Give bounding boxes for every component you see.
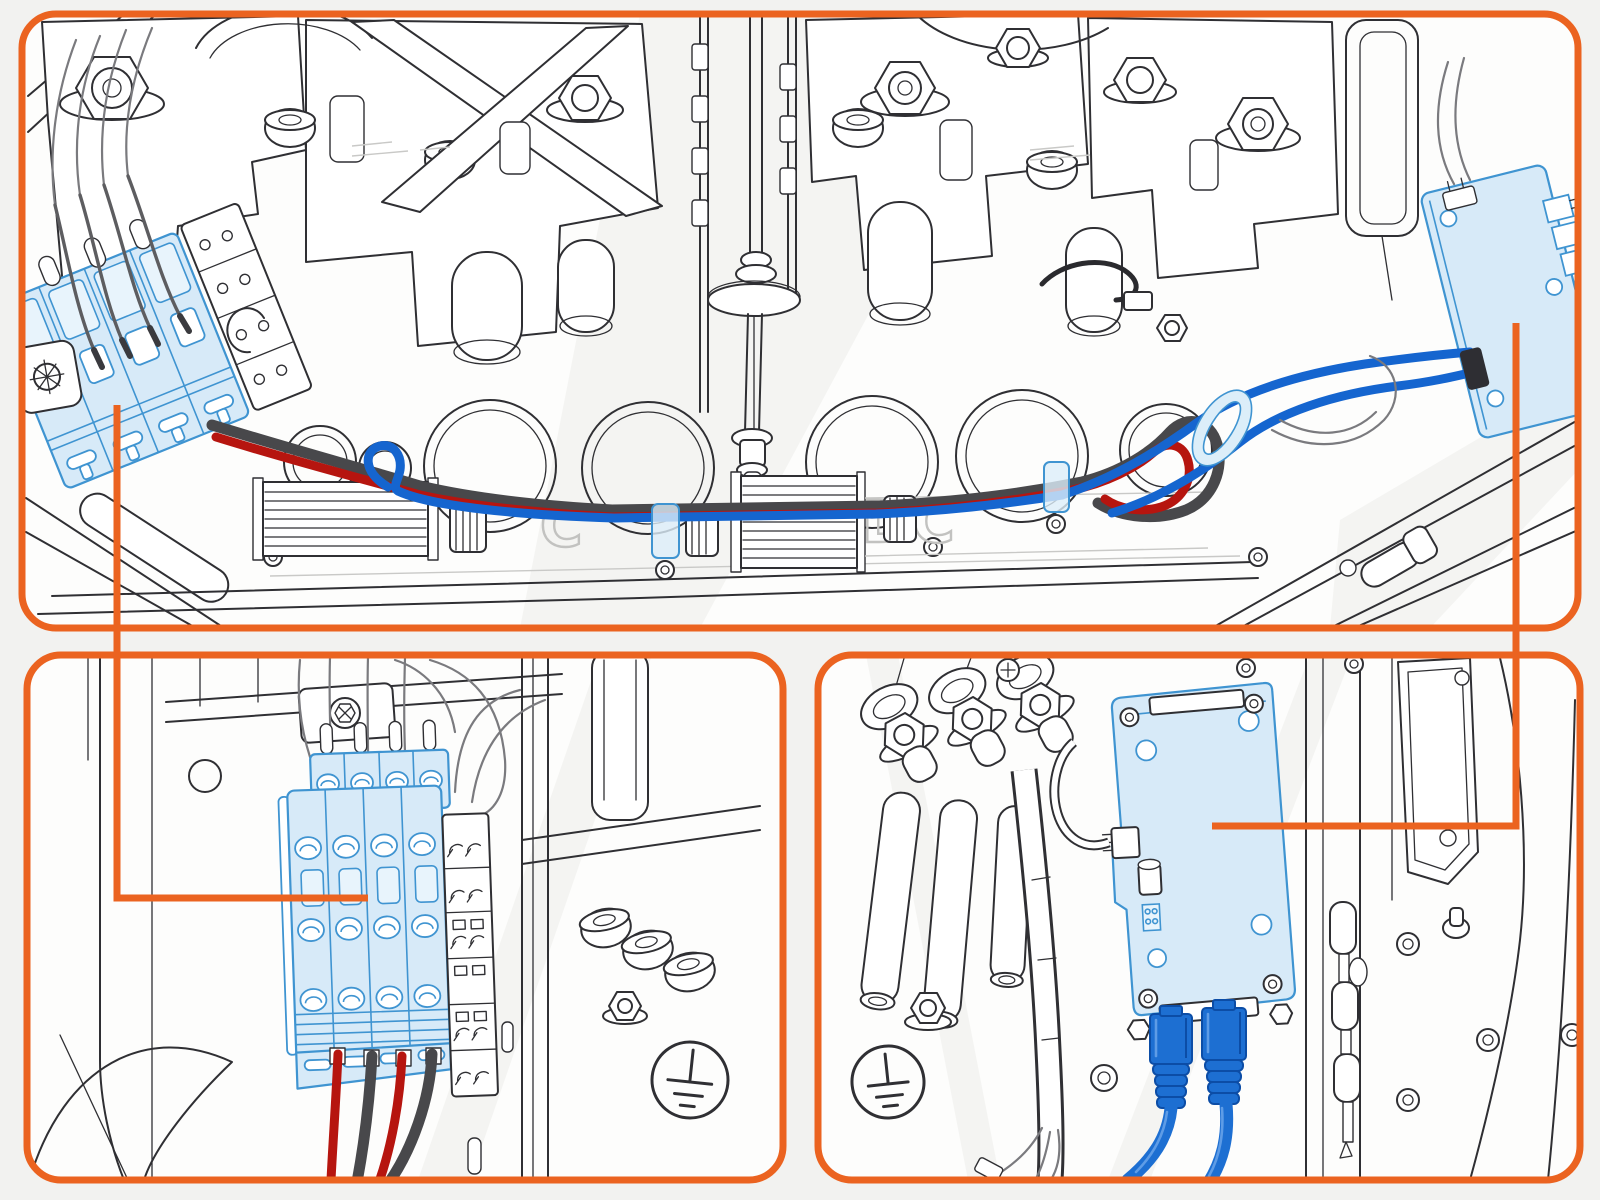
mounting-bracket bbox=[22, 339, 83, 414]
board-detail-border bbox=[814, 651, 1584, 1184]
ethernet-plug-left bbox=[1121, 1005, 1193, 1180]
supply-wires bbox=[326, 1047, 442, 1180]
field-wires bbox=[51, 26, 192, 370]
control-wires bbox=[297, 655, 547, 818]
cable-clamp-left bbox=[651, 503, 680, 559]
overview-panel: C DC bbox=[18, 10, 1582, 632]
terminal-main-block bbox=[277, 784, 453, 1090]
aux-terminal-column bbox=[441, 812, 499, 1098]
overview-panel-border bbox=[18, 10, 1582, 632]
ground-symbol-right-panel bbox=[850, 1044, 926, 1120]
callout-terminal-block bbox=[113, 405, 368, 902]
overview-cable-harness bbox=[206, 347, 1483, 523]
right-module-assembly bbox=[805, 14, 1419, 337]
detail-left-background bbox=[29, 655, 649, 1180]
cable-grommet bbox=[1191, 389, 1253, 467]
cable-sleeves bbox=[859, 768, 1065, 1180]
ground-symbol-left-panel bbox=[650, 1040, 730, 1120]
hinge-barrels bbox=[1329, 901, 1368, 1159]
overview-terminal-block bbox=[22, 26, 312, 489]
cable-clamp-right bbox=[1043, 461, 1070, 513]
terminal-detail-border bbox=[23, 651, 787, 1184]
center-rod-assembly bbox=[691, 15, 801, 493]
board-cable-socket bbox=[1459, 347, 1490, 390]
ethernet-run-a bbox=[1057, 347, 1475, 500]
board-detail-panel bbox=[814, 651, 1584, 1184]
busbar-lugs bbox=[860, 655, 1075, 783]
callout-comm-board bbox=[1212, 323, 1520, 830]
detail-right-background bbox=[467, 655, 761, 1180]
terminal-detail-panel bbox=[23, 651, 787, 1184]
ethernet-run-b bbox=[1107, 366, 1483, 518]
ethernet-plug-right bbox=[1201, 999, 1247, 1180]
